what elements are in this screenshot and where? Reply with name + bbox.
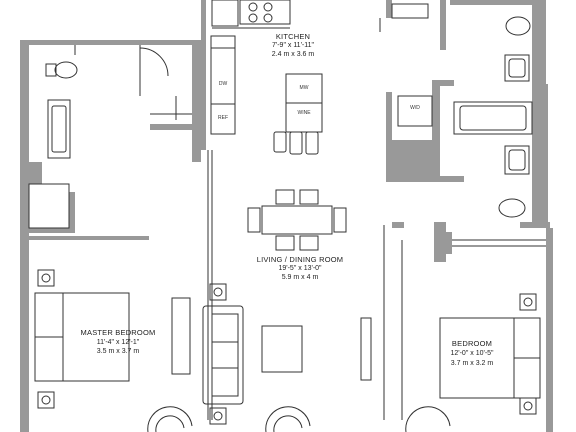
bedroom-dim-imperial: 12'-0" x 10'-5" xyxy=(450,350,494,357)
dishwasher-label: DW xyxy=(218,81,228,87)
kitchen-dim-metric: 2.4 m x 3.6 m xyxy=(271,51,315,58)
walls xyxy=(20,0,553,432)
master-bedroom-dim-metric: 3.5 m x 3.7 m xyxy=(96,348,140,355)
wine-label: WINE xyxy=(297,110,311,116)
bedroom-name: BEDROOM xyxy=(451,339,493,348)
master-bedroom-name: MASTER BEDROOM xyxy=(80,328,156,337)
living-dim-metric: 5.9 m x 4 m xyxy=(281,274,319,281)
kitchen-dim-imperial: 7'-9" x 11'-11" xyxy=(271,42,314,49)
master-bedroom-dim-imperial: 11'-4" x 12'-1" xyxy=(96,339,140,346)
bedroom-dim-metric: 3.7 m x 3.2 m xyxy=(450,360,494,367)
washer-dryer-label: W/D xyxy=(410,105,420,111)
kitchen-name: KITCHEN xyxy=(275,32,311,41)
interior-lines xyxy=(28,0,546,432)
living-name: LIVING / DINING ROOM xyxy=(256,255,344,264)
microwave-label: MW xyxy=(299,85,309,91)
refrigerator-label: REF xyxy=(218,115,228,121)
living-dim-imperial: 19'-5" x 13'-0" xyxy=(278,265,322,272)
